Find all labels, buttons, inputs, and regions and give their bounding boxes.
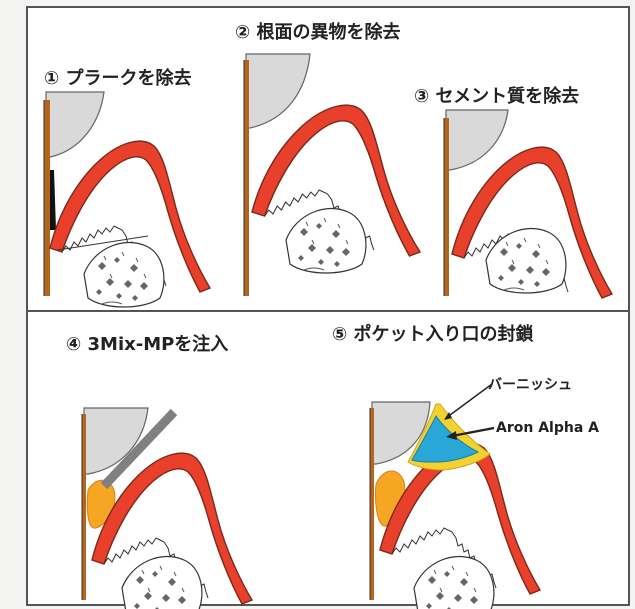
diagram-step-2 bbox=[244, 54, 420, 296]
diagram-step-4 bbox=[82, 408, 252, 609]
arrow-icon bbox=[444, 384, 492, 420]
diagram-step-1 bbox=[44, 92, 210, 307]
diagram-step-3 bbox=[444, 110, 612, 298]
